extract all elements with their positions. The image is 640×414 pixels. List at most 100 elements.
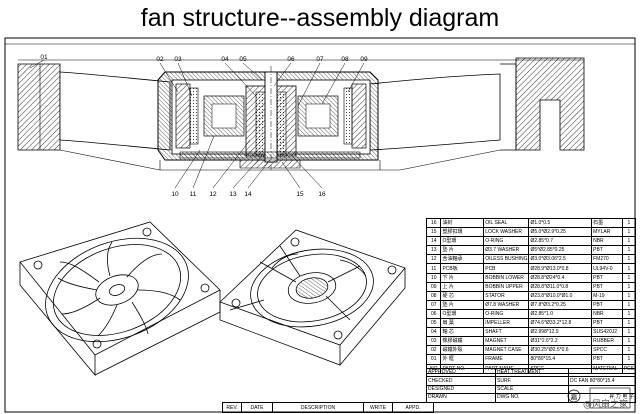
tb-dwg-no: DWG NO. — [495, 393, 569, 403]
tb-product: DC FAN 80*80*15.4 — [568, 376, 636, 386]
bom-cell: 石墨 — [591, 217, 623, 229]
bom-cell: 1 — [621, 254, 637, 265]
bom-cell: 15 — [425, 227, 442, 238]
bom-cell: 10 — [425, 272, 442, 283]
tb-drawn: DRAWN — [426, 393, 496, 403]
callout-07: 07 — [316, 56, 324, 63]
bom-cell: Ø2.85*0.7 — [528, 236, 593, 247]
bom-cell: 1 — [621, 217, 637, 229]
bom-cell: 1 — [621, 263, 637, 274]
bom-cell: 1 — [621, 345, 637, 356]
bom-cell: PBT — [591, 272, 623, 283]
watermark: @风扇之家 — [582, 400, 628, 410]
callout-05: 05 — [239, 56, 247, 63]
bom-cell: FM270 — [591, 254, 623, 265]
bom-cell: 07 — [425, 299, 442, 310]
fan-back-iso — [219, 229, 406, 366]
callout-12: 12 — [209, 191, 217, 198]
bom-cell: 1 — [621, 281, 637, 292]
diagram-title: fan structure--assembly diagram — [140, 4, 500, 32]
leaders-bottom — [174, 135, 323, 189]
bom-cell: 04 — [425, 327, 442, 338]
tb-logo-text: 昇 力 电 子 — [568, 393, 636, 403]
bom-cell: 08 — [425, 290, 442, 301]
bom-cell: Ø3.7 WASHER — [483, 245, 530, 256]
leaders-top — [29, 59, 365, 107]
bom-cell: 05 — [425, 318, 442, 329]
bom-cell: 1 — [621, 318, 637, 329]
bom-cell: RUBBER — [591, 336, 623, 347]
bom-cell: M-19 — [591, 290, 623, 301]
bom-cell: PBT — [591, 245, 623, 256]
tb-scale: SCALE — [495, 384, 569, 395]
tb-checked: CHECKED — [426, 376, 496, 386]
bom-cell: 磁鐵外殼 — [440, 345, 485, 356]
bom-cell: O-RING — [483, 308, 530, 320]
bom-cell: 外 框 — [440, 354, 485, 365]
bom-cell: Ø31*2.6*2.2 — [528, 336, 593, 347]
bom-cell: PCB板 — [440, 263, 485, 274]
bom-cell: 06 — [425, 308, 442, 320]
bom-cell: Ø3.0*Ø3.06*2.5 — [528, 254, 593, 265]
bom-cell: 1 — [621, 327, 637, 338]
bom-cell: 下 片 — [440, 272, 485, 283]
bom-cell: 1 — [621, 245, 637, 256]
bom-cell: MAGNET — [483, 336, 530, 347]
bom-cell: 含油軸承 — [440, 254, 485, 265]
bom-cell: 1 — [621, 236, 637, 247]
bom-cell: 橡膠磁鐵 — [440, 336, 485, 347]
bom-cell: Ø28.9*Ø13.0*0.8 — [528, 263, 593, 274]
bom-cell: BOBBIN UPPER — [483, 281, 530, 292]
bom-cell: 01 — [425, 354, 442, 365]
tb-surf: SURF. — [495, 376, 569, 386]
bom-cell: Ø1.0*0.5 — [528, 217, 593, 229]
bom-cell: MAGNET CASE — [483, 345, 530, 356]
callout-15: 15 — [296, 191, 304, 198]
bom-cell: 1 — [621, 227, 637, 238]
bom-cell: 80*80*15.4 — [528, 354, 593, 365]
callout-06: 06 — [287, 56, 295, 63]
bom-cell: SUS420J2 — [591, 327, 623, 338]
callout-04: 04 — [221, 56, 229, 63]
bom-cell: 硬 芯 — [440, 290, 485, 301]
bom-cell: PBT — [591, 299, 623, 310]
bom-cell: NBR — [591, 308, 623, 320]
bom-cell: 12 — [425, 254, 442, 265]
bom-cell: O型環 — [440, 236, 485, 247]
bom-cell: 塑膠扣環 — [440, 227, 485, 238]
bom-cell: Ø23.8*Ø10.0*Ø1.0 — [528, 290, 593, 301]
bom-cell: Ø7.8*Ø3.2*0.25 — [528, 299, 593, 310]
bom-cell: 1 — [621, 299, 637, 310]
bom-cell: Ø28.8*Ø24*0.4 — [528, 272, 593, 283]
rev-write-header: WRITE — [363, 402, 393, 413]
revision-table: REV. DATE DESCRIPTION WRITE APPD. — [222, 402, 434, 413]
bom-cell: OIL SEAL — [483, 217, 530, 229]
bom-cell: 1 — [621, 336, 637, 347]
bom-cell: Ø28.8*Ø11.0*0.8 — [528, 281, 593, 292]
callout-14: 14 — [244, 191, 252, 198]
bom-cell: BOBBIN LOWER — [483, 272, 530, 283]
bom-cell: 03 — [425, 336, 442, 347]
bom-cell: 02 — [425, 345, 442, 356]
callout-09: 09 — [360, 56, 368, 63]
bom-cell: 墊 片 — [440, 245, 485, 256]
bom-cell: 1 — [621, 272, 637, 283]
bom-cell: 13 — [425, 245, 442, 256]
bom-cell: SHAFT — [483, 327, 530, 338]
bom-cell: NBR — [591, 236, 623, 247]
tb-heat-treatment: HEAT TREATMENT — [495, 367, 569, 378]
bom-cell: 1 — [621, 308, 637, 320]
bom-cell: Ø30.25*Ø2.5*0.6 — [528, 345, 593, 356]
bom-cell: PBT — [591, 354, 623, 365]
callouts-top: 01 02 03 04 05 06 07 08 09 — [40, 54, 368, 63]
